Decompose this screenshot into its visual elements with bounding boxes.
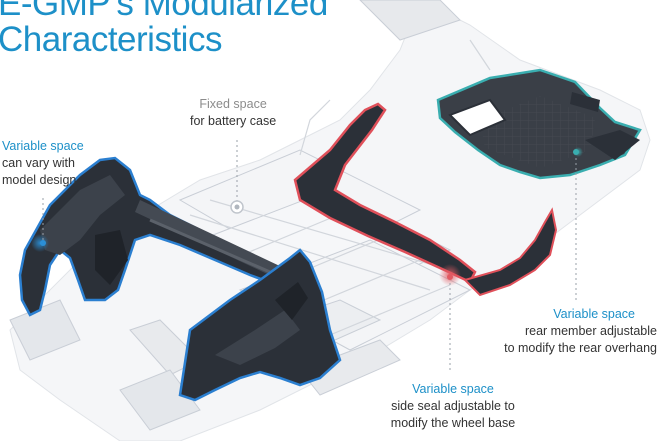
- side-seal: [293, 102, 558, 297]
- title-line-1: E-GMP's Modularized: [0, 0, 328, 23]
- page-title: E-GMP's Modularized Characteristics: [0, 0, 328, 58]
- callout-lines: [42, 140, 577, 372]
- callout-text: rear member adjustable: [524, 324, 657, 338]
- callout-dots: [40, 149, 579, 280]
- ghost-crossmembers: [189, 39, 491, 336]
- callout-text: can vary with: [2, 156, 75, 170]
- callout-heading: Variable space: [553, 307, 635, 321]
- front-structure: [18, 156, 342, 402]
- callout-text: to modify the rear overhang: [504, 341, 657, 355]
- callout-rear-variable: Variable space rear member adjustable to…: [504, 306, 657, 357]
- callout-heading: Variable space: [2, 139, 84, 153]
- callout-text: model design: [2, 173, 77, 187]
- callout-text: modify the wheel base: [390, 416, 516, 430]
- callout-front-variable: Variable space can vary with model desig…: [2, 138, 84, 189]
- callout-heading: Variable space: [412, 382, 494, 396]
- callout-fixed-space: Fixed space for battery case: [190, 96, 276, 130]
- callout-heading: Fixed space: [199, 97, 267, 111]
- callout-side-variable: Variable space side seal adjustable to m…: [378, 381, 528, 432]
- rear-floor: [436, 68, 642, 180]
- callout-text: for battery case: [190, 114, 277, 128]
- title-line-2: Characteristics: [0, 20, 222, 59]
- callout-text: side seal adjustable to: [391, 399, 515, 413]
